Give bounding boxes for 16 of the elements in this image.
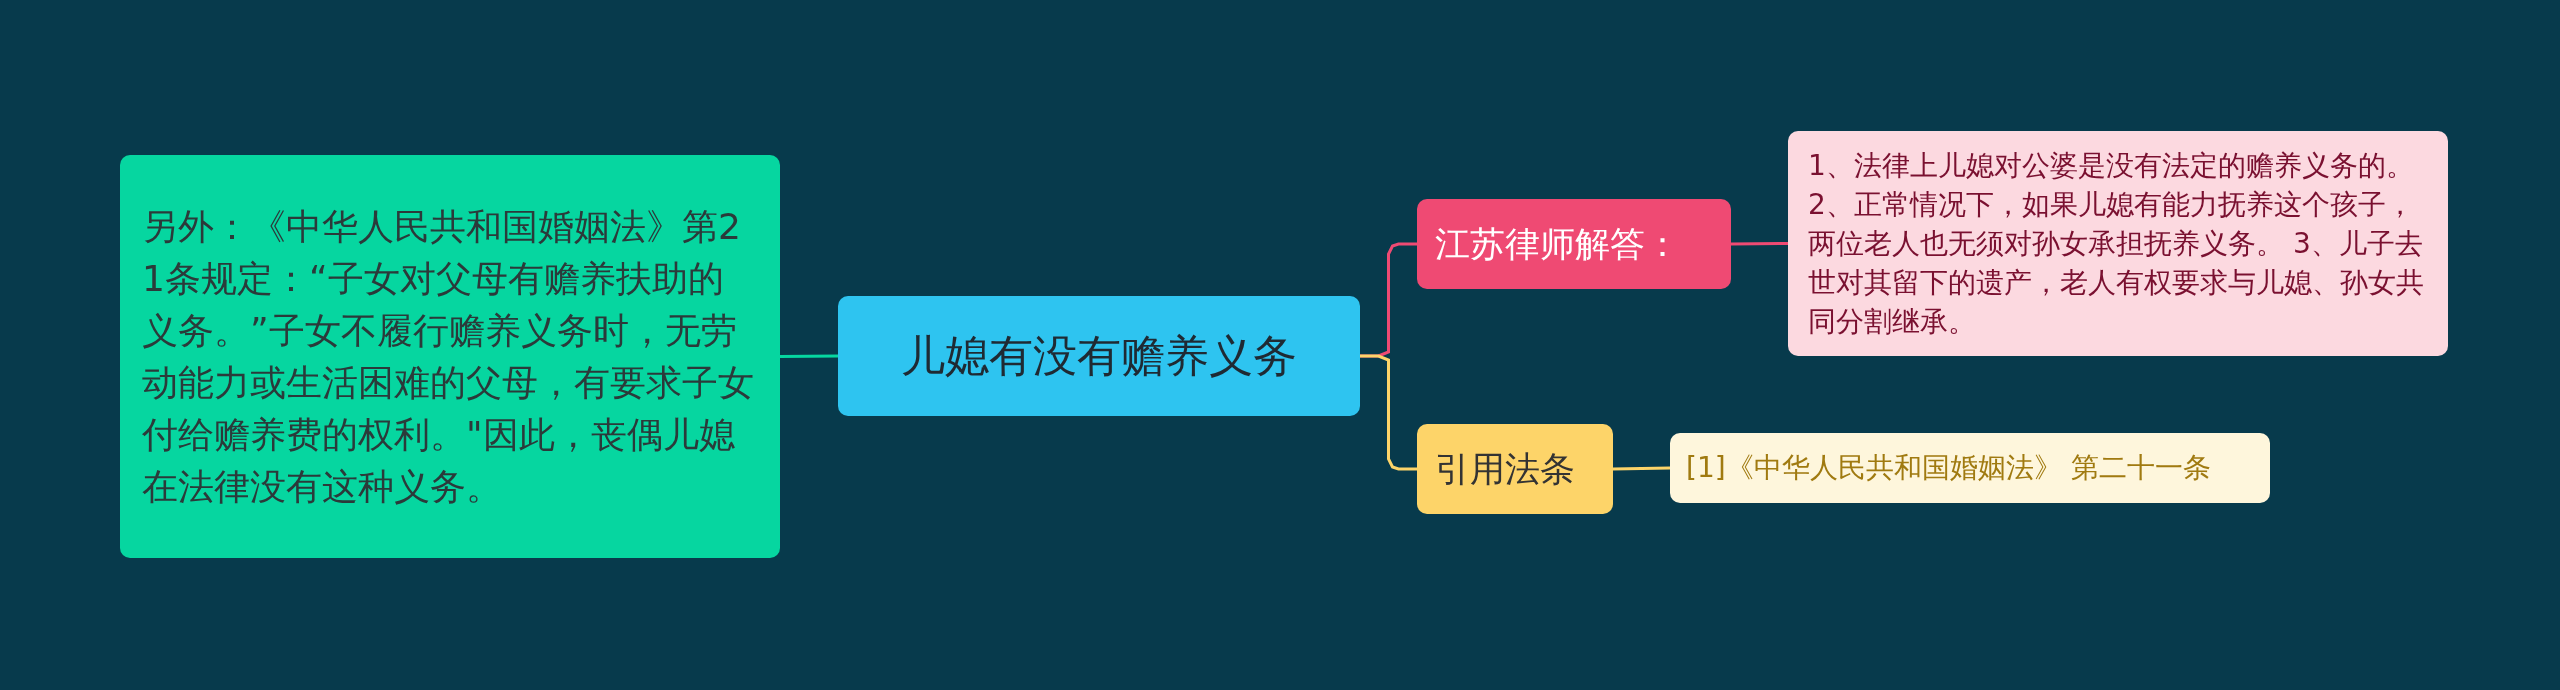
branch-box [1417,199,1731,289]
connector-line [1731,242,1788,246]
note-box [120,155,780,558]
branch-box [1417,424,1613,514]
node-text: 引用法条 [1435,448,1575,491]
citation-box [1670,433,2270,503]
node-text: [1]《中华人民共和国婚姻法》 第二十一条 [1686,450,2211,486]
topic-box [838,296,1360,416]
node-text: 另外：《中华人民共和国婚姻法》第21条规定：“子女对父母有赡养扶助的义务。”子女不履行赡养义务时，无劳动能力或生活困难的父母，有要求子女付给赡养费的权利。"因此，丧偶儿媳在法律没有这种义务。 [142,204,755,509]
node-text: 儿媳有没有赡养义务 [901,329,1297,383]
node-text: 江苏律师解答： [1435,223,1680,266]
node-text: 1、法律上儿媳对公婆是没有法定的赡养义务的。 2、正常情况下，如果儿媳有能力抚养这个孩子，两位老人也无须对孙女承担抚养义务。 3、儿子去世对其留下的遗产，老人有权要求与儿媳、孙女共同分割继承。 [1808,148,2425,340]
connector-line [1612,466,1671,471]
connector-line [1360,354,1417,471]
connector-line [780,354,838,358]
answer-box [1788,131,2448,356]
